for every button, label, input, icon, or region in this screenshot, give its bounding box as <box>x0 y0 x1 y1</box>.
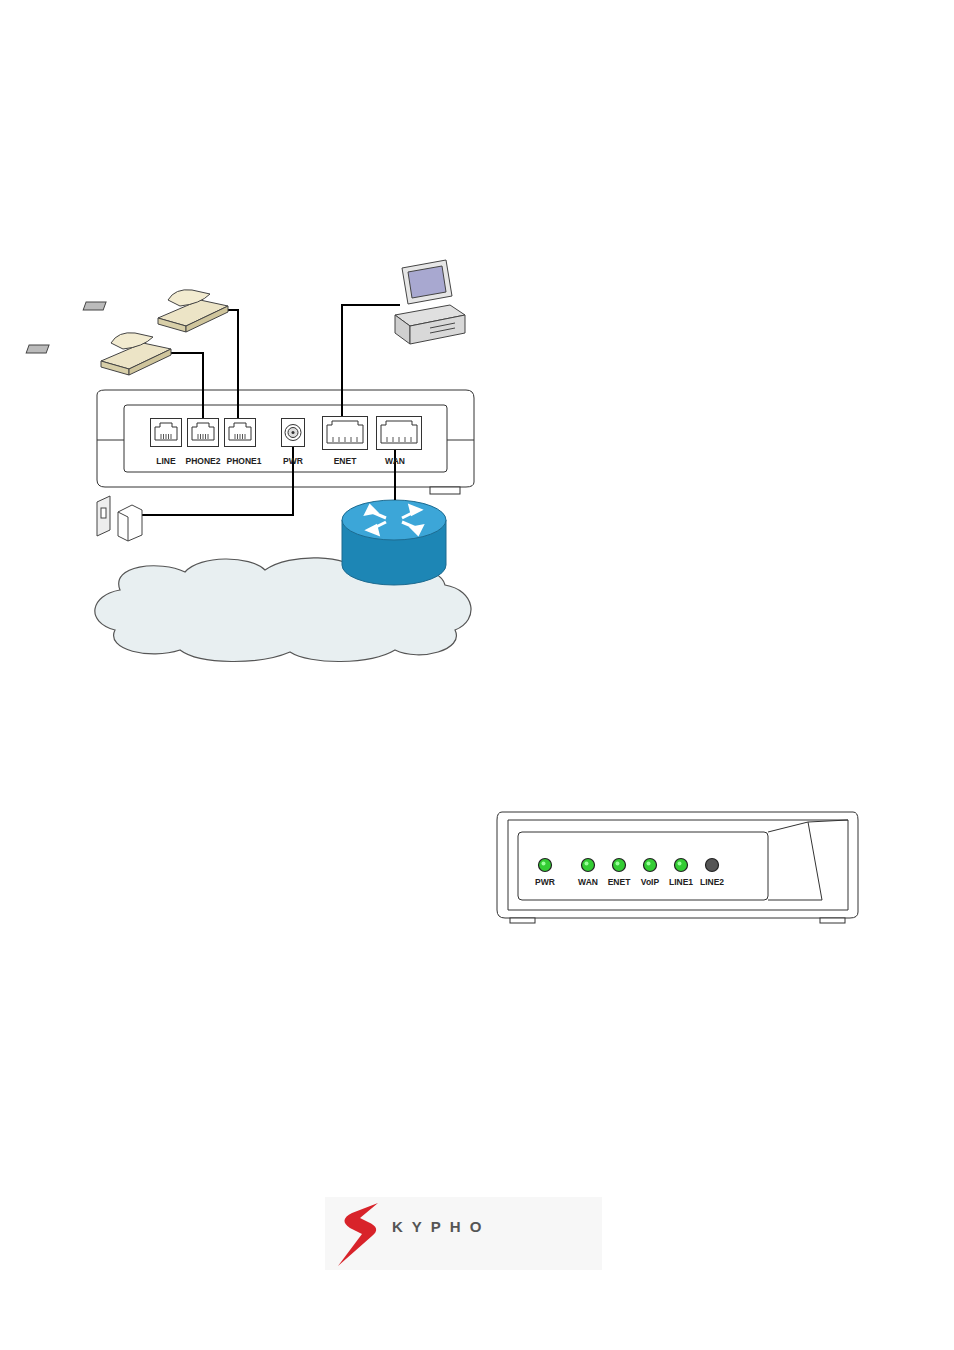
telephone <box>83 290 228 332</box>
led-label: VoIP <box>641 877 659 887</box>
status-led: VoIP <box>643 858 657 872</box>
led-label: WAN <box>578 877 598 887</box>
logo-text: KYPHO <box>392 1218 490 1235</box>
port-shape <box>187 418 219 447</box>
device-front <box>497 812 858 923</box>
computer <box>395 260 465 344</box>
port-label: WAN <box>385 456 405 466</box>
port-label: PHONE1 <box>227 456 262 466</box>
port-shape <box>612 858 626 872</box>
led-label: PWR <box>535 877 555 887</box>
port-label: LINE <box>156 456 175 466</box>
port-shape <box>150 418 182 447</box>
port-label: ENET <box>334 456 357 466</box>
router-symbol <box>342 500 446 585</box>
port-shape <box>643 858 657 872</box>
port: PHONE1 <box>224 418 256 447</box>
port: LINE <box>150 418 182 447</box>
status-led: WAN <box>581 858 595 872</box>
port-shape <box>538 858 552 872</box>
led-label: LINE1 <box>669 877 693 887</box>
port-label: PHONE2 <box>186 456 221 466</box>
status-led: LINE2 <box>705 858 719 872</box>
port-shape <box>322 416 368 450</box>
port-shape <box>674 858 688 872</box>
port-shape <box>224 418 256 447</box>
port: ENET <box>322 416 368 450</box>
port-shape <box>376 416 422 450</box>
port-shape <box>705 858 719 872</box>
led-label: ENET <box>608 877 631 887</box>
status-led: ENET <box>612 858 626 872</box>
power-adapter <box>97 496 142 541</box>
port-shape <box>281 418 305 447</box>
wire <box>140 305 400 515</box>
port: PHONE2 <box>187 418 219 447</box>
status-led: PWR <box>538 858 552 872</box>
device-back <box>97 390 474 494</box>
status-led: LINE1 <box>674 858 688 872</box>
port: PWR <box>281 418 305 447</box>
logo-mark <box>325 1197 602 1270</box>
port: WAN <box>376 416 422 450</box>
led-label: LINE2 <box>700 877 724 887</box>
port-label: PWR <box>283 456 303 466</box>
port-shape <box>581 858 595 872</box>
